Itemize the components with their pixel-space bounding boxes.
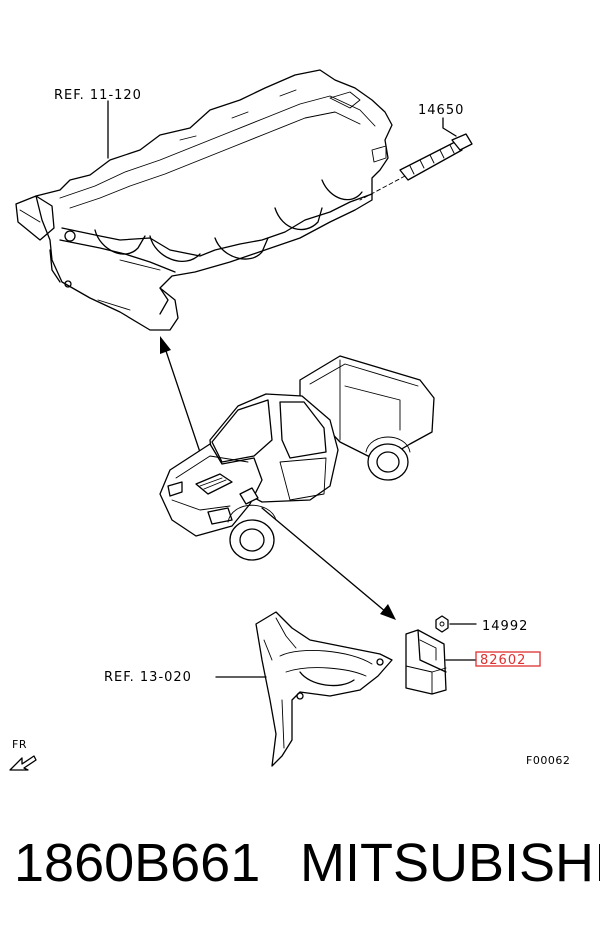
figure-code: F00062 [526,754,570,767]
brand-name: MITSUBISHI [300,833,600,893]
part-14992-drawing [435,615,449,633]
bracket-drawing [255,611,393,767]
part-14992-label: 14992 [482,619,528,634]
part-82602-drawing [405,629,447,695]
part-14650-drawing [359,133,473,201]
part-82602-highlight [475,651,541,667]
ref-engine-label: REF. 11-120 [54,88,142,103]
pickup-truck-drawing [159,355,435,561]
part-14650-leader [442,117,457,137]
front-arrow-icon [9,755,37,771]
part-number: 1860B661 [14,833,261,893]
part-14650-label: 14650 [418,103,464,118]
arrow-to-bracket [261,507,396,620]
direction-label: FR [12,738,27,751]
part-82602-label: 82602 [480,653,526,668]
ref-bracket-label: REF. 13-020 [104,670,192,685]
engine-manifold-drawing [15,69,393,331]
footer-caption: 1860B661 MITSUBISHI [0,800,600,940]
exploded-parts-diagram: REF. 11-120 14650 [9,69,570,771]
